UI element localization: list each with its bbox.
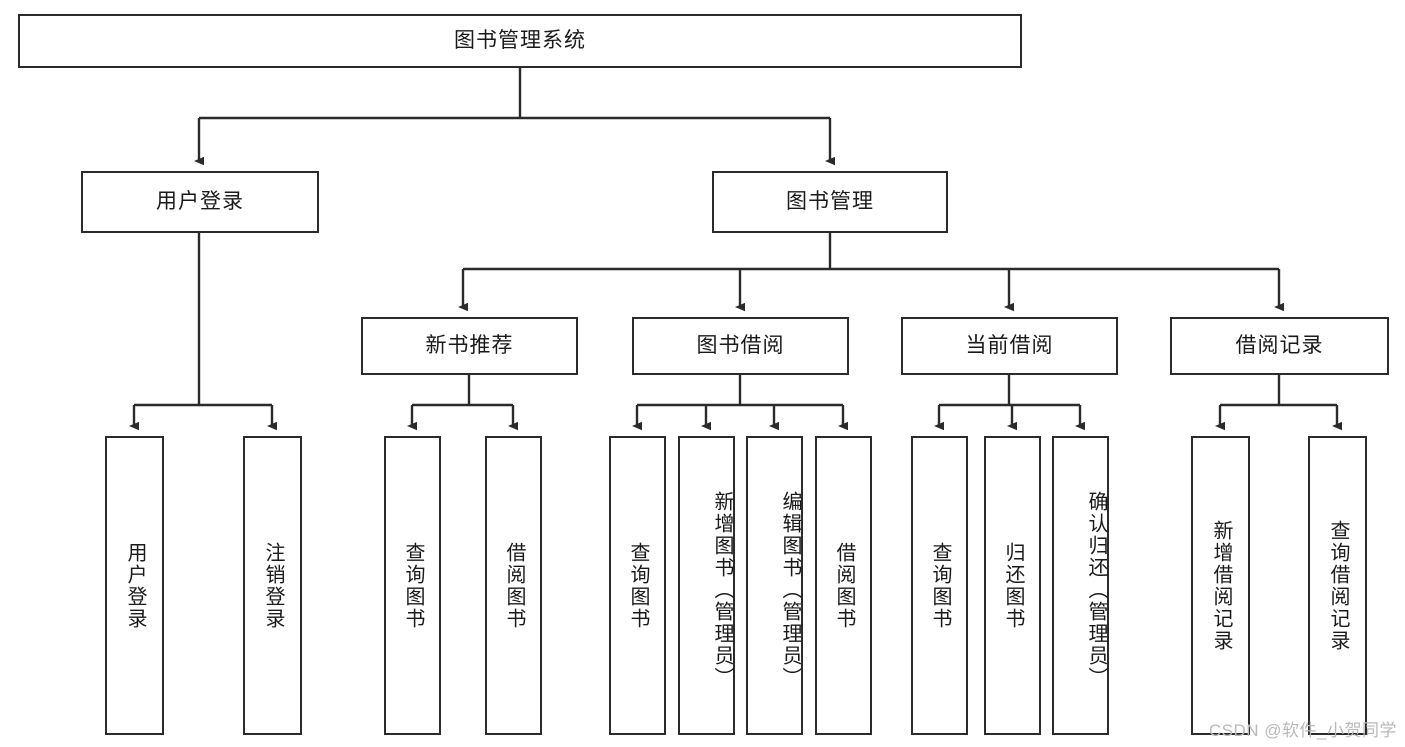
node-leaf-query-book-recommend-label: 查询图书 [402,541,424,630]
node-borrow-record[interactable]: 借阅记录 [1170,317,1389,375]
node-user-login-label: 用户登录 [156,189,244,213]
node-leaf-query-book-recommend[interactable]: 查询图书 [384,436,441,735]
node-leaf-query-book-current[interactable]: 查询图书 [911,436,968,735]
node-leaf-borrow-book-recommend-label: 借阅图书 [503,541,525,630]
node-book-borrow[interactable]: 图书借阅 [632,317,849,375]
node-root-label: 图书管理系统 [454,28,586,52]
node-leaf-logout-login-label: 注销登录 [262,541,284,630]
node-leaf-add-borrow-record[interactable]: 新增借阅记录 [1191,436,1250,735]
node-leaf-query-borrow-record-label: 查询借阅记录 [1327,519,1349,652]
node-book-manage-label: 图书管理 [786,189,874,213]
node-root[interactable]: 图书管理系统 [18,14,1022,68]
node-leaf-user-login-label: 用户登录 [124,541,146,630]
node-leaf-return-book[interactable]: 归还图书 [984,436,1041,735]
node-leaf-edit-book-admin[interactable]: 编辑图书（管理员） [746,436,803,735]
node-leaf-confirm-return-admin-label: 确认归还（管理员） [1085,490,1107,689]
node-leaf-borrow-book[interactable]: 借阅图书 [815,436,872,735]
node-leaf-add-book-admin-label: 新增图书（管理员） [711,490,733,689]
node-leaf-query-book-borrow-label: 查询图书 [627,541,649,630]
node-leaf-query-book-borrow[interactable]: 查询图书 [609,436,666,735]
node-leaf-edit-book-admin-label: 编辑图书（管理员） [779,490,801,689]
node-book-manage[interactable]: 图书管理 [712,171,948,233]
node-leaf-borrow-book-label: 借阅图书 [833,541,855,630]
node-leaf-add-book-admin[interactable]: 新增图书（管理员） [678,436,735,735]
node-leaf-user-login[interactable]: 用户登录 [105,436,164,735]
node-book-borrow-label: 图书借阅 [696,333,785,357]
node-new-book-recommend[interactable]: 新书推荐 [361,317,578,375]
node-user-login[interactable]: 用户登录 [81,171,319,233]
node-leaf-return-book-label: 归还图书 [1002,541,1024,630]
node-leaf-logout-login[interactable]: 注销登录 [243,436,302,735]
node-borrow-record-label: 借阅记录 [1235,333,1324,357]
node-current-borrow[interactable]: 当前借阅 [901,317,1118,375]
node-leaf-query-book-current-label: 查询图书 [929,541,951,630]
node-leaf-confirm-return-admin[interactable]: 确认归还（管理员） [1052,436,1109,735]
node-leaf-add-borrow-record-label: 新增借阅记录 [1210,519,1232,652]
node-new-book-recommend-label: 新书推荐 [425,333,514,357]
node-leaf-query-borrow-record[interactable]: 查询借阅记录 [1308,436,1367,735]
node-leaf-borrow-book-recommend[interactable]: 借阅图书 [485,436,542,735]
node-current-borrow-label: 当前借阅 [965,333,1054,357]
